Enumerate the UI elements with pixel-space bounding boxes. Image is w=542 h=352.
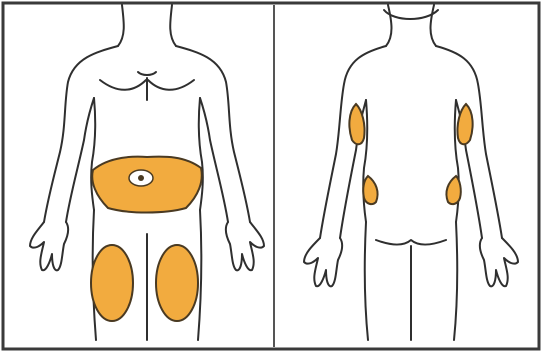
right-upper-arm-back-site	[457, 104, 472, 144]
left-upper-arm-back-site	[349, 104, 364, 144]
navel	[138, 175, 144, 181]
left-thigh-front-site	[91, 245, 133, 321]
right-hip-back-site	[446, 176, 460, 204]
left-hip-back-site	[363, 176, 377, 204]
right-thigh-front-site	[156, 245, 198, 321]
body-back-icon	[304, 5, 518, 340]
